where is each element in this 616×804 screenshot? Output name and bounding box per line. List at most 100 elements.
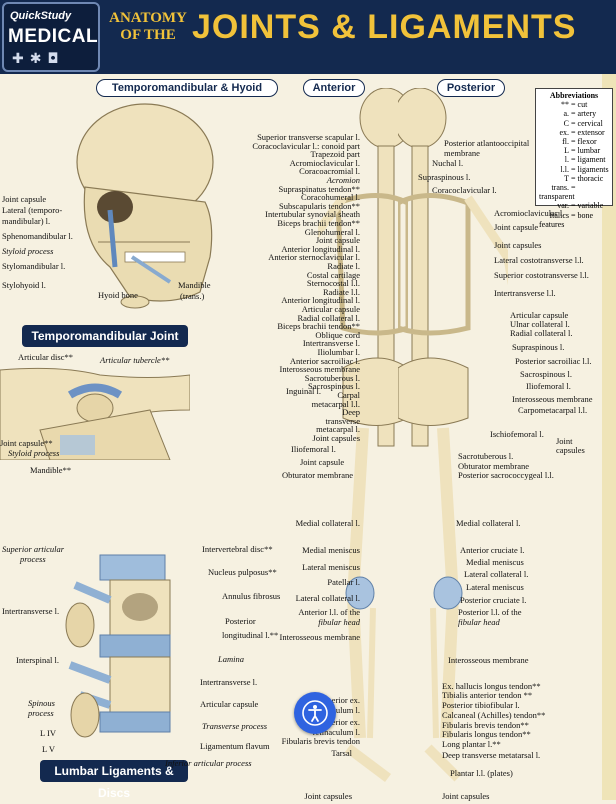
anatomy-label: fibular head <box>318 617 360 627</box>
anatomy-label: Annulus fibrosus <box>222 591 281 601</box>
anatomy-label: Intertransverse l. <box>302 338 360 349</box>
anatomy-label: Radiate l.l. <box>322 286 360 297</box>
anatomy-label: Posterior l.l. of the <box>458 607 522 617</box>
anatomy-label: Patellar l. <box>327 577 360 587</box>
anatomy-label: Acromioclavicular l. <box>289 157 360 168</box>
anatomy-label: Mandible** <box>30 465 72 475</box>
abbreviation-row: fl.= flexor <box>539 137 609 146</box>
anatomy-label: Radial collateral l. <box>297 312 360 323</box>
abbreviation-term: C <box>563 118 569 128</box>
anatomy-label: Biceps brachii tendon** <box>277 321 360 332</box>
anatomy-label: Sphenomandibular l. <box>2 231 73 241</box>
anatomy-label: Biceps brachii tendon** <box>277 218 360 228</box>
section-title-tmj: Temporomandibular Joint <box>22 325 188 347</box>
page-title: JOINTS & LIGAMENTS <box>192 8 577 46</box>
anatomy-label: Superior costotransverse l.l. <box>494 270 589 280</box>
anatomy-label: capsules <box>556 445 585 455</box>
anatomy-label: Intertubular synovial sheath <box>265 209 360 220</box>
abbreviation-row: l.l.= ligaments <box>539 165 609 174</box>
anatomy-label: Joint capsule <box>494 222 539 232</box>
anatomy-label: Carpal <box>337 390 360 400</box>
anatomy-label: fibular head <box>458 617 500 627</box>
abbreviation-row: a.= artery <box>539 109 609 118</box>
abbreviation-meaning: = extensor <box>571 127 605 137</box>
abbreviation-term: L <box>564 146 569 156</box>
anatomy-label: Interspinal l. <box>16 655 59 665</box>
anatomy-label: Acromioclavicular l. <box>494 208 565 218</box>
accessibility-button[interactable] <box>294 692 336 734</box>
abbreviation-row: L= lumbar <box>539 146 609 155</box>
anatomy-label: Superior transverse scapular l. <box>257 132 360 142</box>
anatomy-label: Oblique cord <box>315 329 360 340</box>
anatomy-label: Supraspinous l. <box>512 342 565 352</box>
anatomy-label: Interosseous membrane <box>279 632 361 642</box>
anatomy-label: Joint capsule <box>300 457 345 467</box>
abbreviation-row: ex.= extensor <box>539 128 609 137</box>
anatomy-label: Joint capsule** <box>0 438 53 448</box>
anatomy-label: Obturator membrane <box>282 470 354 480</box>
anatomy-label: Coracoclavicular l.: conoid part <box>252 140 360 151</box>
anatomy-label: Articular capsule <box>301 304 360 314</box>
abbreviation-row: T= thoracic <box>539 174 609 183</box>
anatomy-label: Sacrotuberous l. <box>458 451 514 461</box>
anatomy-label: Styloid process <box>2 246 54 256</box>
section-title-anterior: Anterior <box>303 79 365 97</box>
anatomy-label: Intertransverse l. <box>2 606 60 616</box>
anatomy-label: Superior ex. <box>318 695 360 705</box>
anatomy-label: Calcaneal (Achilles) tendon** <box>442 710 546 720</box>
abbreviation-meaning: = lumbar <box>571 146 601 156</box>
anatomy-label: Tarsal <box>331 748 352 758</box>
abbreviations-title: Abbreviations <box>549 91 599 100</box>
anatomy-label: Acromion <box>326 175 360 185</box>
anatomy-label: Stylomandibular l. <box>2 261 66 271</box>
anatomy-label: Articular capsule <box>200 699 259 709</box>
anatomy-label: Joint capsules <box>304 791 352 801</box>
logo-icons: ✚✱◘ <box>12 51 65 67</box>
anatomy-label: Lateral meniscus <box>302 562 360 572</box>
brand-name: QuickStudy <box>10 10 72 22</box>
anatomy-label: Costal cartilage <box>306 269 360 280</box>
page-subtitle: ANATOMY OF THE <box>109 10 187 43</box>
anatomy-label: Medial meniscus <box>302 545 360 555</box>
anatomy-label: Anterior sacroiliac l. <box>289 355 360 366</box>
anatomy-label: transverse <box>325 415 360 426</box>
abbreviation-row: C= cervical <box>539 119 609 128</box>
anatomy-label: Joint <box>556 436 573 446</box>
anatomy-label: Joint capsules <box>494 240 542 250</box>
anatomy-label: Joint capsules <box>442 791 490 801</box>
anatomy-label: Ex. hallucis longus tendon** <box>442 681 541 691</box>
abbreviation-term: trans. <box>551 183 569 193</box>
anatomy-label: Fibularis brevis tendon** <box>442 720 529 730</box>
right-edge-strip <box>602 74 616 800</box>
abbreviation-term: ** <box>561 100 569 110</box>
anatomy-label: process <box>28 708 54 718</box>
abbreviation-meaning: = cut <box>571 100 588 110</box>
abbreviation-meaning: = cervical <box>571 118 603 128</box>
anatomy-label: Anterior cruciate l. <box>460 545 525 555</box>
anatomy-label: Intervertebral disc** <box>202 544 273 554</box>
abbreviation-term: var. <box>557 201 569 211</box>
anatomy-label: Lateral meniscus <box>466 582 524 592</box>
anatomy-label: Iliofemoral l. <box>526 381 571 391</box>
anatomy-label: Lateral collateral l. <box>464 569 529 579</box>
anatomy-label: Inferior articular process <box>165 758 252 768</box>
abbreviation-row: var.= variable <box>539 201 609 210</box>
quickstudy-logo: QuickStudy MEDICAL ✚✱◘ <box>2 2 100 72</box>
anatomy-label: L V <box>42 744 55 754</box>
anatomy-label: Deep transverse metatarsal l. <box>442 750 541 760</box>
anatomy-label: Inguinal l. <box>286 386 321 396</box>
anatomy-label: mandibular) l. <box>2 216 51 226</box>
anatomy-label: Sacrospinous l. <box>520 369 572 379</box>
anatomy-label: Coracohumeral l. <box>300 192 360 203</box>
anatomy-label: Styloid process <box>8 448 60 458</box>
anatomy-label: Posterior sacroiliac l.l. <box>515 356 592 366</box>
anatomy-label: Ischiofemoral l. <box>490 429 544 439</box>
anatomy-label: Articular capsule <box>510 310 569 320</box>
anatomy-label: Joint capsule <box>2 194 47 204</box>
anatomy-label: Ligamentum flavum <box>200 741 270 751</box>
anatomy-label: Iliofemoral l. <box>291 444 336 454</box>
anatomy-label: Sacrotuberous l. <box>304 372 360 383</box>
product-name: MEDICAL <box>8 26 99 47</box>
anatomy-label: Subscapularis tendon** <box>279 200 360 211</box>
anatomy-label: (trans.) <box>180 291 205 301</box>
